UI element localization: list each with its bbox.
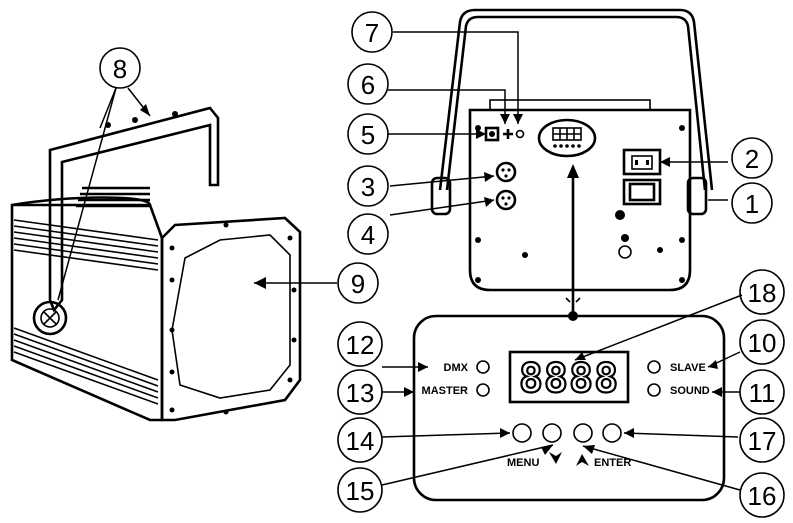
leader-arrowheads <box>140 104 722 455</box>
control-panel: 8888 DMX MASTER SLAVE SOUND MENU ENTER <box>412 314 726 502</box>
mounting-bracket <box>48 106 220 313</box>
down-arrow-icon <box>549 452 562 464</box>
svg-text:5: 5 <box>361 120 375 150</box>
svg-text:10: 10 <box>748 328 777 358</box>
callout-15: 15 <box>337 467 383 513</box>
up-button[interactable] <box>573 423 593 443</box>
svg-text:12: 12 <box>346 330 375 360</box>
left-yoke-knob <box>430 176 452 216</box>
callout-16: 16 <box>739 472 785 518</box>
fixture-rear-view <box>430 8 714 292</box>
svg-text:2: 2 <box>745 144 759 174</box>
indicator-led <box>515 129 525 139</box>
callout-12: 12 <box>337 321 383 367</box>
callout-13: 13 <box>337 369 383 415</box>
callout-2: 2 <box>731 137 773 179</box>
callout-5: 5 <box>347 113 389 155</box>
heatsink-fins <box>13 219 159 405</box>
svg-text:9: 9 <box>351 269 365 299</box>
slave-led <box>647 360 661 374</box>
callout-11: 11 <box>739 369 785 415</box>
svg-text:15: 15 <box>346 476 375 506</box>
menu-label: MENU <box>507 457 539 469</box>
power-in-socket <box>622 178 662 206</box>
callout-14: 14 <box>337 417 383 463</box>
rear-display-window <box>537 118 597 158</box>
svg-text:17: 17 <box>748 426 777 456</box>
fuse-holder <box>484 126 500 142</box>
right-yoke-knob <box>686 176 708 216</box>
callout-9: 9 <box>337 262 379 304</box>
svg-text:14: 14 <box>346 426 375 456</box>
dmx-out-connector <box>495 189 517 211</box>
svg-text:6: 6 <box>361 70 375 100</box>
enter-button[interactable] <box>602 423 622 443</box>
top-vents <box>76 186 150 208</box>
up-arrow-icon <box>576 454 589 466</box>
svg-text:7: 7 <box>365 18 379 48</box>
svg-text:8: 8 <box>113 54 127 84</box>
svg-text:11: 11 <box>749 378 776 408</box>
front-screws <box>169 222 297 415</box>
dmx-led <box>476 360 490 374</box>
power-out-socket <box>622 148 662 176</box>
svg-text:3: 3 <box>361 172 375 202</box>
dmx-in-connector <box>495 161 517 183</box>
front-face <box>160 216 302 422</box>
slave-label: SLAVE <box>670 362 706 374</box>
microphone-hole <box>503 129 513 139</box>
svg-text:16: 16 <box>748 481 777 511</box>
led-display-digits: 8888 <box>519 356 619 402</box>
zoom-connector <box>565 164 581 321</box>
svg-text:13: 13 <box>346 378 375 408</box>
callout-7: 7 <box>351 11 393 53</box>
svg-text:4: 4 <box>361 220 375 250</box>
fixture-side-view <box>10 106 302 422</box>
master-label: MASTER <box>422 385 469 397</box>
callout-10: 10 <box>739 319 785 365</box>
led-display <box>508 350 630 404</box>
callout-18: 18 <box>739 269 785 315</box>
down-button[interactable] <box>542 423 562 443</box>
callout-1: 1 <box>731 182 773 224</box>
callout-6: 6 <box>347 63 389 105</box>
sound-label: SOUND <box>670 385 710 397</box>
callout-bubbles: 1 2 3 4 5 6 7 8 <box>99 11 785 518</box>
callout-17: 17 <box>739 417 785 463</box>
master-led <box>476 383 490 397</box>
lens <box>171 234 291 399</box>
callout-3: 3 <box>347 165 389 207</box>
dmx-label: DMX <box>444 362 469 374</box>
svg-text:18: 18 <box>748 278 777 308</box>
bracket-knob <box>32 300 68 336</box>
callout-8: 8 <box>99 47 141 89</box>
menu-button[interactable] <box>512 423 532 443</box>
enter-label: ENTER <box>594 457 631 469</box>
sound-led <box>647 383 661 397</box>
svg-text:1: 1 <box>745 189 759 219</box>
rear-screws <box>475 125 685 283</box>
callout-4: 4 <box>347 213 389 255</box>
